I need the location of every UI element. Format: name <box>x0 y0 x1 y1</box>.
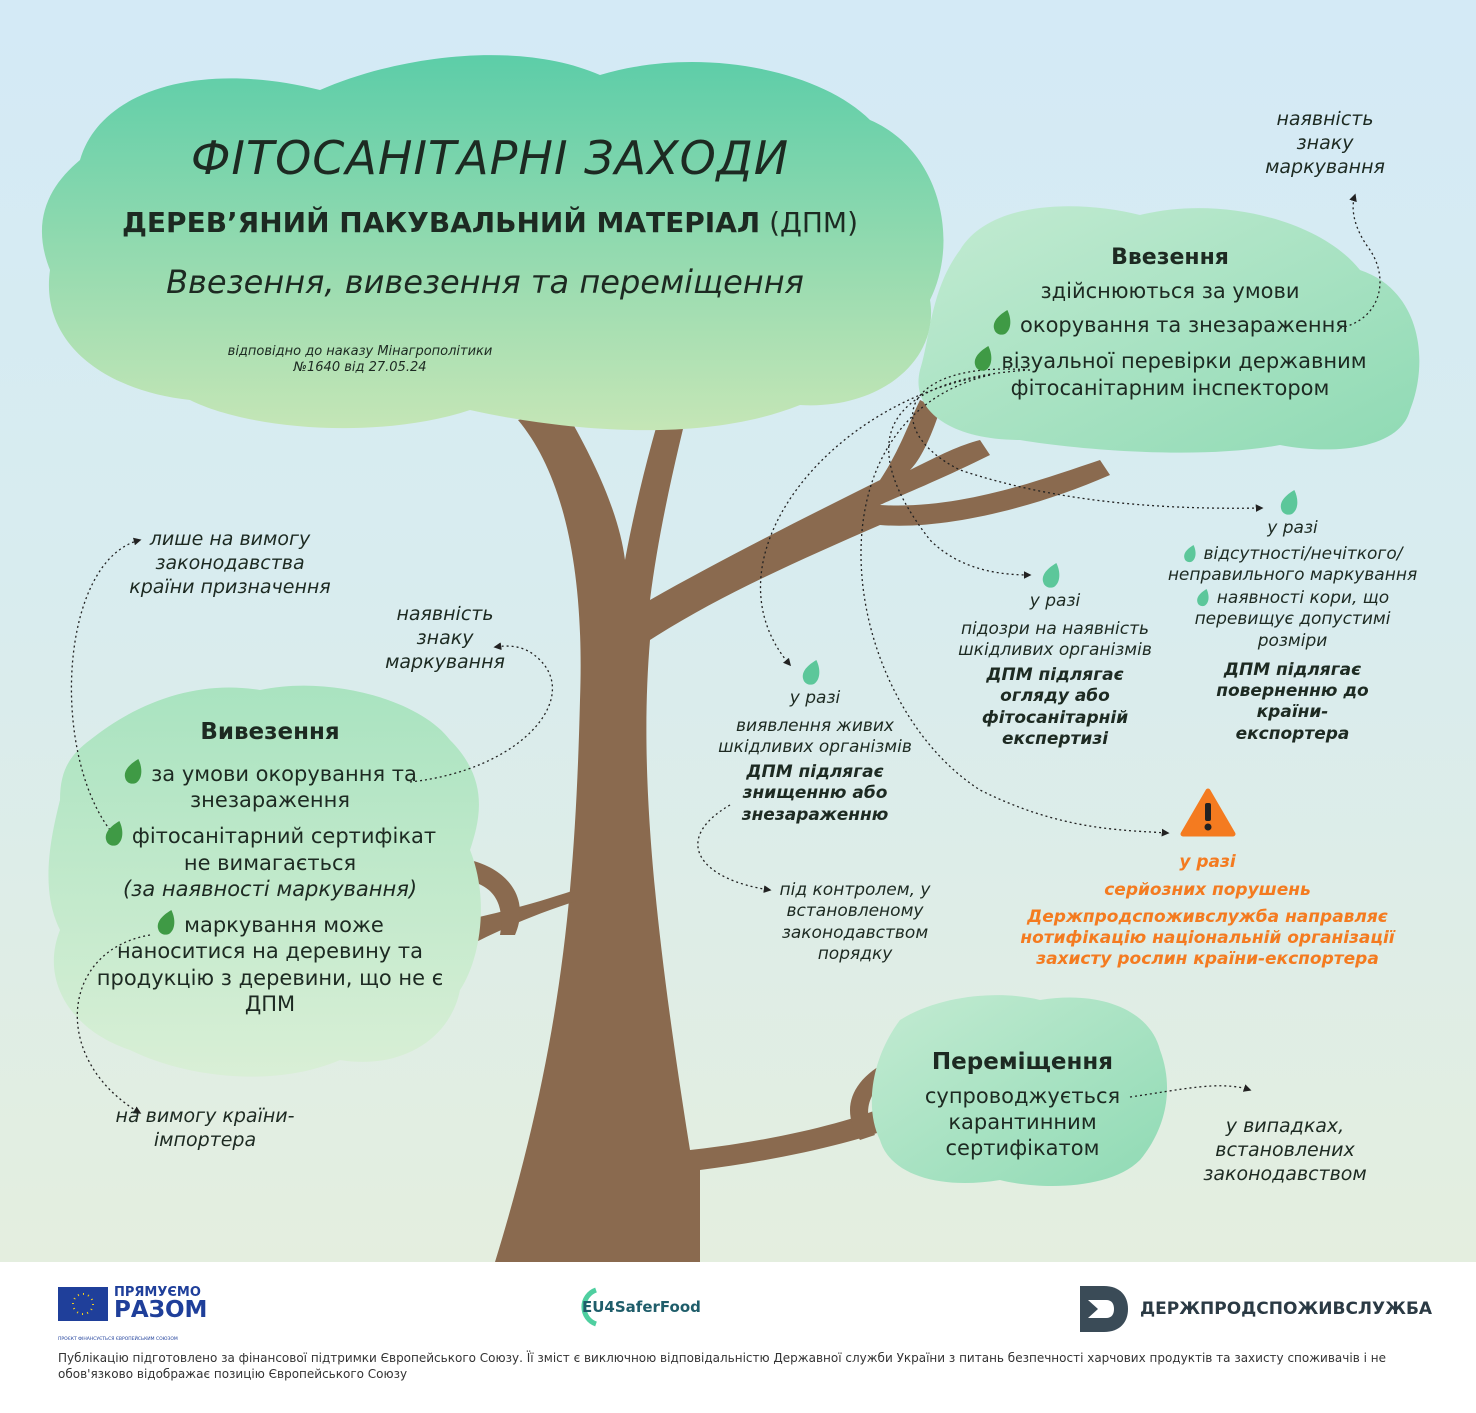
export-item-note: (за наявності маркування) <box>122 876 418 901</box>
leaf-icon <box>105 821 123 846</box>
leaf-icon <box>993 309 1011 335</box>
reference-line-1: відповідно до наказу Мінагрополітики <box>227 344 493 359</box>
import-note-marking: наявність знаку маркування <box>1265 108 1385 178</box>
import-item: візуальної перевірки державним фітосаніт… <box>940 346 1400 401</box>
infographic-scene: ФІТОСАНІТАРНІ ЗАХОДИ ДЕРЕВ’ЯНИЙ ПАКУВАЛЬ… <box>0 0 1476 1262</box>
export-item: за умови окорування та знезараження <box>95 758 445 814</box>
leaf-icon <box>1042 563 1060 588</box>
logo-dpss-text: ДЕРЖПРОДСПОЖИВСЛУЖБА <box>1140 1299 1433 1319</box>
disclaimer: Публікацію підготовлено за фінансової пі… <box>58 1351 1386 1381</box>
eu-flag-icon <box>58 1287 108 1321</box>
case-condition: виявлення живих шкідливих організмів <box>718 715 912 757</box>
import-heading: Ввезення <box>1111 245 1229 270</box>
movement-text: супроводжується карантинним сертифікатом <box>924 1083 1121 1161</box>
tree-illustration <box>41 55 1420 1262</box>
reference-line-2: №1640 від 27.05.24 <box>293 360 427 376</box>
warning-icon <box>1180 788 1235 837</box>
leaf-icon <box>1196 589 1209 607</box>
main-title: ФІТОСАНІТАРНІ ЗАХОДИ <box>190 131 790 185</box>
case-condition: відсутності/нечіткого/ неправильного мар… <box>1167 543 1418 585</box>
leaf-icon <box>1183 544 1196 562</box>
canopy-movement <box>871 995 1168 1186</box>
case-result: ДПМ підлягає огляду або фітосанітарній е… <box>981 665 1129 749</box>
logo-eu-line1: ПРЯМУЄМО <box>114 1285 201 1300</box>
case-suspicion: у разі підозри на наявність шкідливих ор… <box>950 563 1160 750</box>
case-if: у разі <box>1267 518 1318 539</box>
logo-pryamuyemo-razom: ПРЯМУЄМО РАЗОМ ПРОЄКТ ФІНАНСУЄТЬСЯ ЄВРОП… <box>58 1285 208 1349</box>
logo-eu4saferfood: EU4SaferFood <box>570 1284 730 1334</box>
export-heading: Вивезення <box>200 719 340 745</box>
canopy-import <box>918 206 1420 453</box>
export-note-marking: наявність знаку маркування <box>385 603 505 673</box>
movement-note: у випадках, встановлених законодавством <box>1203 1115 1367 1185</box>
subtitle-bold: ДЕРЕВ’ЯНИЙ ПАКУВАЛЬНИЙ МАТЕРІАЛ <box>121 206 761 239</box>
case-condition: підозри на наявність шкідливих організмі… <box>958 618 1152 660</box>
export-note-bottom: на вимогу країни-імпортера <box>115 1105 295 1151</box>
case-if: у разі <box>1029 591 1081 612</box>
logo-eu-line2: РАЗОМ <box>114 1297 208 1323</box>
case-condition: наявності кори, що перевищує допустимі р… <box>1194 588 1391 651</box>
logo-eu4-text: EU4SaferFood <box>582 1298 701 1316</box>
tagline: Ввезення, вивезення та переміщення <box>166 263 804 301</box>
case-marking: у разі відсутності/нечіткого/ неправильн… <box>1155 490 1430 745</box>
import-block: Ввезення здійснюються за умови окоруванн… <box>940 240 1400 401</box>
leaf-icon <box>157 910 175 935</box>
case-result: Держпродспоживслужба направляє нотифікац… <box>1020 906 1395 970</box>
case-result: ДПМ підлягає знищенню або знезараженню <box>741 762 889 825</box>
export-note-top: лише на вимогу законодавства країни приз… <box>129 528 331 598</box>
subtitle: ДЕРЕВ’ЯНИЙ ПАКУВАЛЬНИЙ МАТЕРІАЛ (ДПМ) <box>60 205 920 240</box>
leaf-icon <box>124 758 142 784</box>
case-result: ДПМ підлягає поверненню до країни-експор… <box>1216 659 1369 744</box>
logo-eu-caption: ПРОЄКТ ФІНАНСУЄТЬСЯ ЄВРОПЕЙСЬКИМ СОЮЗОМ <box>58 1337 178 1342</box>
movement-block: Переміщення супроводжується карантинним … <box>905 1048 1140 1162</box>
leaf-icon <box>802 660 820 685</box>
case-live-pests-note: під контролем, у встановленому законодав… <box>779 880 931 964</box>
dpss-emblem-icon <box>1080 1286 1128 1332</box>
case-if: у разі <box>1179 852 1236 873</box>
export-block: Вивезення за умови окорування та знезара… <box>95 718 445 1017</box>
case-live-pests: у разі виявлення живих шкідливих організ… <box>705 660 925 826</box>
footer: ПРЯМУЄМО РАЗОМ ПРОЄКТ ФІНАНСУЄТЬСЯ ЄВРОП… <box>0 1262 1476 1413</box>
eu4-ring-icon <box>581 1287 598 1327</box>
case-condition: серйозних порушень <box>1104 879 1311 900</box>
tree-trunk <box>465 350 1110 1262</box>
leaf-icon <box>1280 490 1297 515</box>
export-item: маркування може наноситися на деревину т… <box>95 910 445 1017</box>
logo-dpss: ДЕРЖПРОДСПОЖИВСЛУЖБА <box>1080 1286 1432 1334</box>
canopy-main <box>41 55 944 431</box>
case-if: у разі <box>789 688 841 709</box>
import-item: окорування та знезараження <box>940 309 1400 343</box>
subtitle-abbr: (ДПМ) <box>769 206 858 239</box>
case-serious: у разі серйозних порушень Держпродспожив… <box>1015 788 1400 971</box>
movement-heading: Переміщення <box>931 1049 1114 1075</box>
dotted-connectors <box>70 193 1381 1114</box>
leaf-icon <box>975 346 992 372</box>
export-item: фітосанітарний сертифікат не вимагається… <box>95 821 445 902</box>
canopy-export <box>48 685 481 1077</box>
import-intro: здійснюються за умови <box>1040 279 1300 304</box>
